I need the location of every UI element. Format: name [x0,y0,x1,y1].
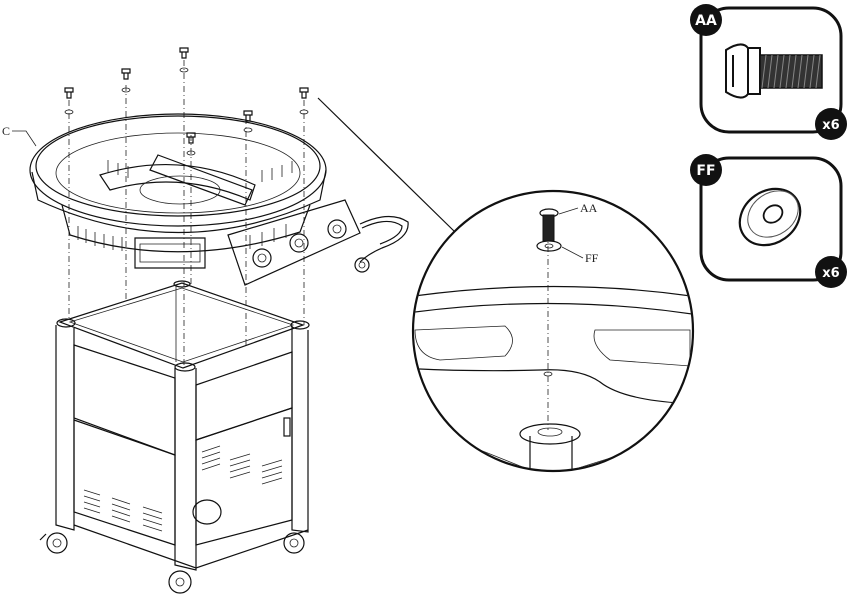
part-quantity: x6 [822,118,839,133]
burner-ring: C [2,114,408,285]
part-card-ff: FF x6 [690,154,847,288]
detail-bolt-label: AA [580,201,598,215]
alignment-lines [69,60,304,365]
bolts-with-washers [65,48,308,155]
ring-part-label: C [2,124,10,138]
caster-wheels [40,533,304,593]
part-code-badge: AA [695,13,717,29]
part-quantity: x6 [822,266,839,281]
part-code-badge: FF [696,163,715,179]
part-card-aa: AA x6 [690,4,847,140]
detail-zoom-view: AA FF [318,98,705,480]
cart-stand [40,281,309,593]
detail-washer-label: FF [585,251,599,265]
